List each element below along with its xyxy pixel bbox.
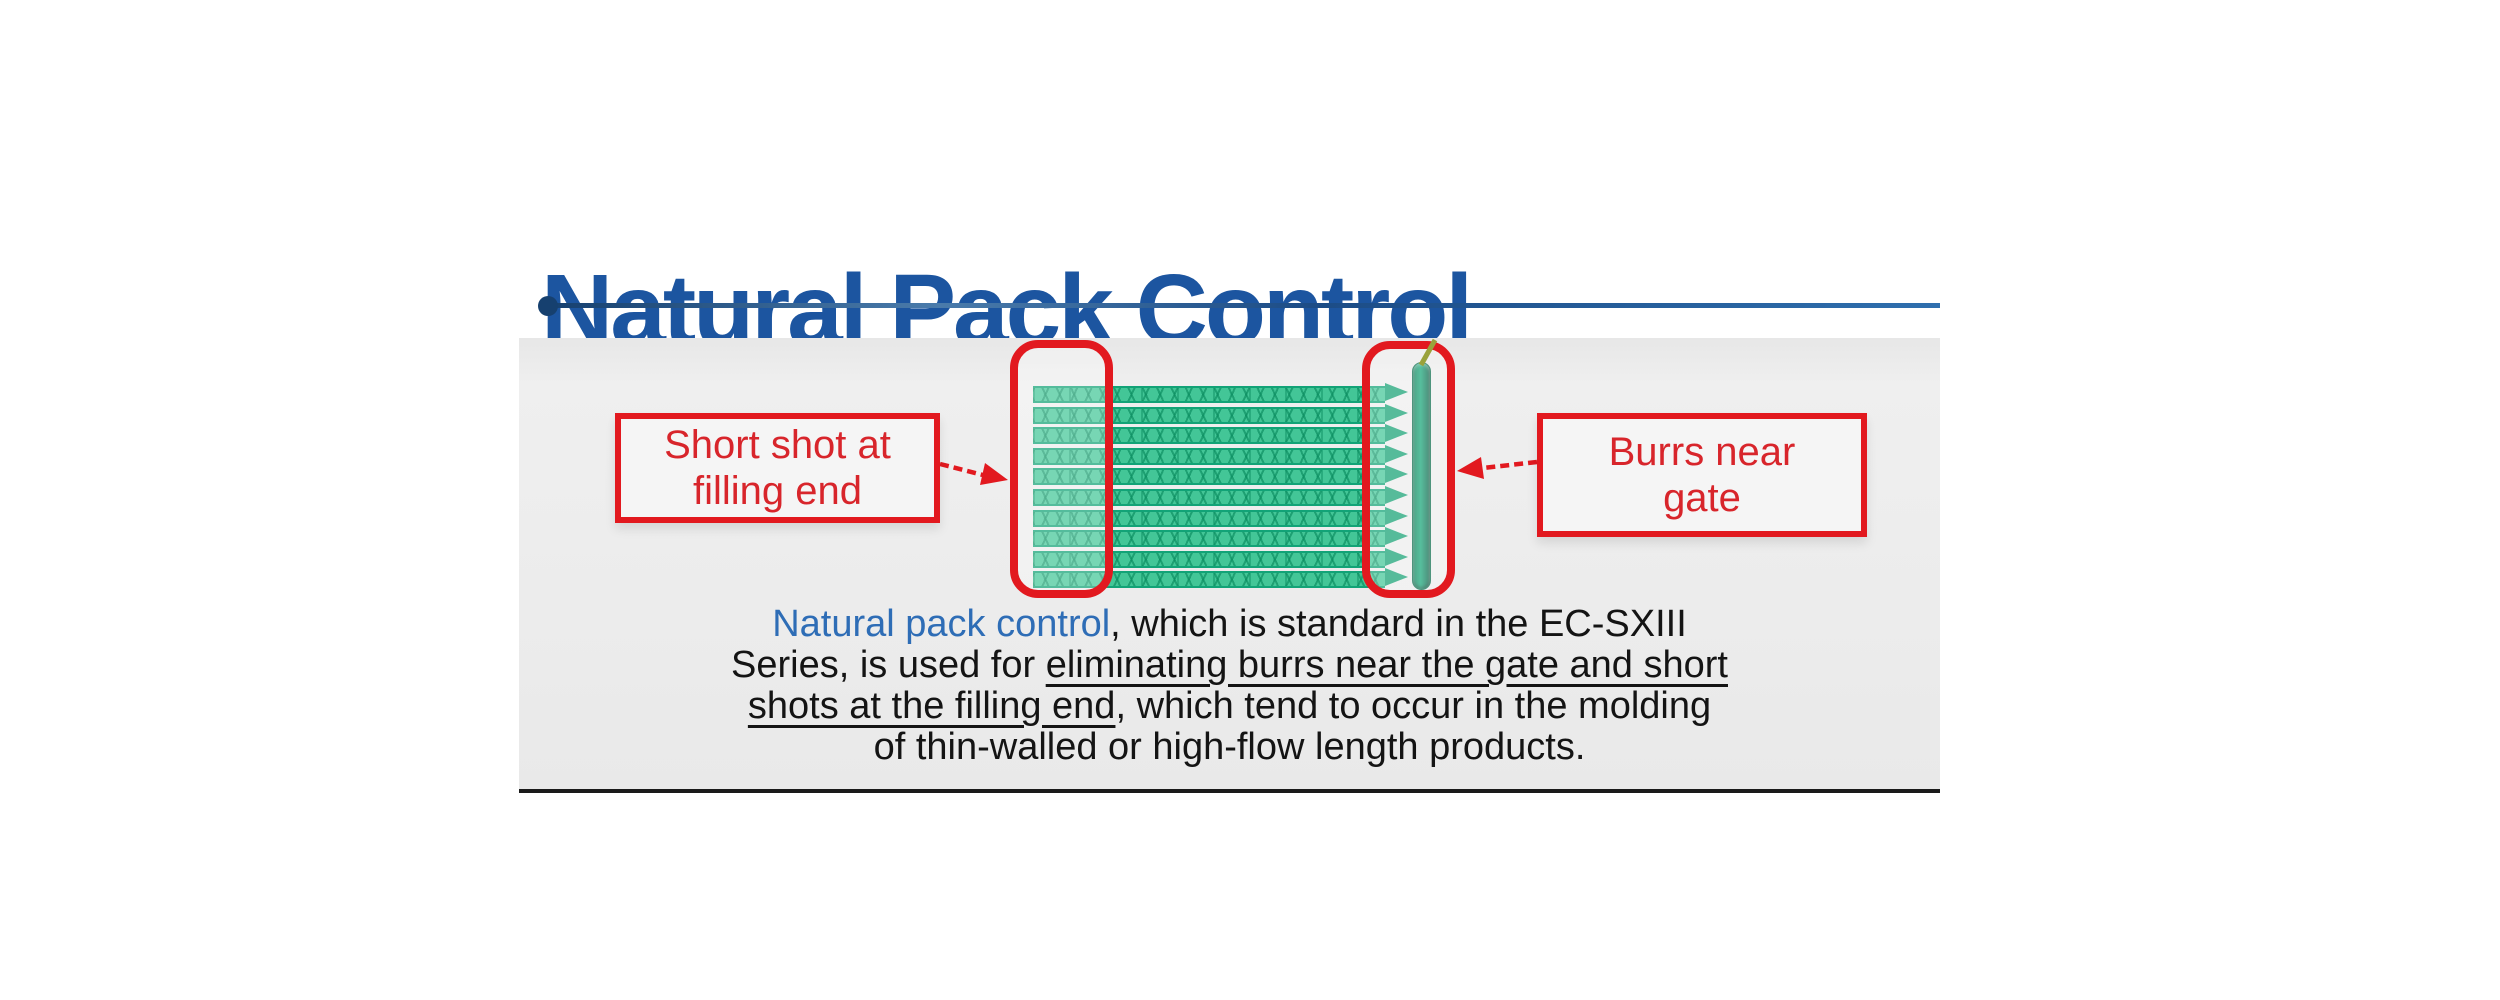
left-arrow-line (939, 461, 984, 478)
flow-bar-body (1033, 571, 1385, 588)
flow-bar-body (1033, 489, 1385, 506)
flow-bar (1033, 383, 1429, 403)
highlight-gate (1362, 341, 1455, 598)
flow-bar-body (1033, 510, 1385, 527)
flow-arrowhead-icon (1385, 548, 1408, 566)
flow-arrowhead-icon (1385, 445, 1408, 463)
flow-arrowhead-icon (1385, 486, 1408, 504)
callout-burrs-line2: gate (1663, 476, 1741, 520)
flow-bar (1033, 404, 1429, 424)
caption-line-1: Natural pack control, which is standard … (772, 603, 1687, 645)
caption-text: Natural pack control, which is standard … (519, 604, 1940, 768)
title-underline-dot (538, 296, 558, 316)
flow-arrowhead-icon (1385, 527, 1408, 545)
callout-short-shot: Short shot at filling end (615, 413, 940, 523)
flow-arrowhead-icon (1385, 507, 1408, 525)
annotation-overlay (939, 338, 1538, 485)
flow-arrowhead-icon (1385, 465, 1408, 483)
flow-bar-body (1033, 386, 1385, 403)
flow-bar (1033, 445, 1429, 465)
flow-arrowhead-icon (1385, 424, 1408, 442)
flow-bars (1033, 383, 1433, 633)
flow-bar (1033, 424, 1429, 444)
sprue-line (1418, 338, 1438, 367)
flow-bar-body (1033, 407, 1385, 424)
flow-bar-body (1033, 468, 1385, 485)
highlight-filling-end (1010, 340, 1113, 598)
flow-bar-body (1033, 530, 1385, 547)
callout-burrs-line1: Burrs near (1608, 430, 1796, 474)
callout-short-shot-line2: filling end (692, 469, 862, 513)
flow-bar (1033, 548, 1429, 568)
left-arrowhead-icon (980, 463, 1008, 485)
flow-bar (1033, 507, 1429, 527)
flow-arrowhead-icon (1385, 568, 1408, 586)
caption-line-4: of thin-walled or high-flow length produ… (873, 726, 1586, 768)
flow-bar-body (1033, 551, 1385, 568)
caption-underlined-phrase-2: shots at the filling end (747, 685, 1116, 727)
flow-arrowhead-icon (1385, 404, 1408, 422)
title-underline (548, 303, 1940, 308)
caption-blue-phrase: Natural pack control (772, 603, 1111, 645)
caption-line-2: Series, is used for eliminating burrs ne… (731, 644, 1728, 686)
flow-bar-body (1033, 427, 1385, 444)
flow-bar (1033, 465, 1429, 485)
right-arrow-line (1482, 459, 1538, 471)
callout-burrs: Burrs near gate (1537, 413, 1867, 537)
flow-bar (1033, 568, 1429, 588)
flow-arrowhead-icon (1385, 383, 1408, 401)
caption-underlined-phrase-1: eliminating burrs near the gate and shor… (1045, 644, 1728, 686)
flow-bar (1033, 527, 1429, 547)
flow-bar (1033, 486, 1429, 506)
caption-line-3: shots at the filling end, which tend to … (747, 685, 1712, 727)
flow-bar-body (1033, 448, 1385, 465)
callout-short-shot-line1: Short shot at (664, 423, 891, 467)
content-panel: Short shot at filling end Burrs near gat… (519, 338, 1940, 793)
right-arrowhead-icon (1457, 457, 1484, 479)
